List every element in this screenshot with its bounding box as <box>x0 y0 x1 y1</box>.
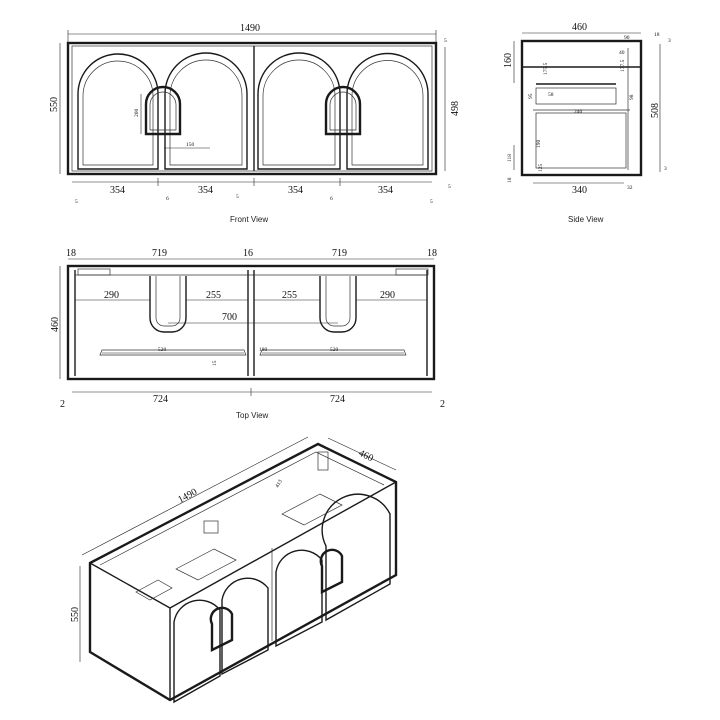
edge-right: 2 <box>440 399 445 410</box>
front-view: 1490 550 498 5 5 200 150 354 354 354 354… <box>49 23 461 224</box>
iso-inner: 413 <box>275 479 284 489</box>
top-caption: Top View <box>236 411 269 420</box>
side-s4: 95 <box>528 93 534 99</box>
basin-span: 700 <box>222 312 237 323</box>
gap-1: 5 <box>75 199 78 205</box>
door-width-2: 354 <box>198 185 213 196</box>
top-depth: 460 <box>50 317 61 332</box>
side-s0: 90 <box>624 35 630 41</box>
shelf-gap: 180 <box>259 347 268 353</box>
iso-depth: 460 <box>357 448 375 464</box>
top-half-left: 719 <box>152 248 167 259</box>
top-gap-label: 5 <box>444 38 447 44</box>
basin-right-b: 290 <box>380 290 395 301</box>
edge-left: 2 <box>60 399 65 410</box>
side-s8: 190 <box>536 140 542 149</box>
door-height-label: 498 <box>450 101 461 116</box>
top-view: 18 719 16 719 18 460 290 255 255 290 700… <box>50 248 445 420</box>
side-bl-b: 18 <box>507 177 513 183</box>
shelf-right: 520 <box>330 347 339 353</box>
top-side-right: 18 <box>427 248 437 259</box>
handle-height-label: 200 <box>134 109 140 118</box>
isometric-view: 1490 460 550 413 <box>70 436 398 704</box>
side-bl-a: 118 <box>507 154 513 162</box>
side-s9: 125 <box>538 164 544 173</box>
top-center: 16 <box>243 248 253 259</box>
basin-left-b: 255 <box>206 290 221 301</box>
side-back-gap: 32 <box>627 185 633 191</box>
side-s3: 177.5 <box>620 59 626 72</box>
door-width-1: 354 <box>110 185 125 196</box>
basin-right-a: 255 <box>282 290 297 301</box>
handle-offset-label: 150 <box>186 142 195 148</box>
gap-2: 6 <box>166 196 169 202</box>
side-tr-a: 18 <box>654 32 660 38</box>
bottom-left: 724 <box>153 394 168 405</box>
side-s1: 40 <box>619 50 625 56</box>
door-width-4: 354 <box>378 185 393 196</box>
side-tr-b: 3 <box>668 38 671 44</box>
iso-width: 1490 <box>176 487 199 506</box>
door-width-3: 354 <box>288 185 303 196</box>
side-s7: 98 <box>629 94 635 100</box>
side-caption: Side View <box>568 215 604 224</box>
basin-left-a: 290 <box>104 290 119 301</box>
side-s5: 58 <box>548 92 554 98</box>
small-gap: 15 <box>212 360 218 366</box>
side-door-height: 508 <box>650 103 661 118</box>
bottom-right: 724 <box>330 394 345 405</box>
front-width-label: 1490 <box>240 23 260 34</box>
gap-4: 6 <box>330 196 333 202</box>
side-s2: 175.5 <box>543 62 549 75</box>
side-view: 460 18 3 160 508 3 118 18 340 32 90 40 1… <box>503 22 671 224</box>
gap-3: 5 <box>236 194 239 200</box>
front-height-label: 550 <box>49 97 60 112</box>
side-inner-depth: 340 <box>572 185 587 196</box>
bottom-gap-label: 5 <box>448 184 451 190</box>
top-half-right: 719 <box>332 248 347 259</box>
side-s6: 240 <box>574 109 583 115</box>
front-caption: Front View <box>230 215 268 224</box>
iso-height: 550 <box>70 607 81 622</box>
side-depth-label: 460 <box>572 22 587 33</box>
top-side-left: 18 <box>66 248 76 259</box>
side-br: 3 <box>664 166 667 172</box>
side-drawer-top: 160 <box>503 53 514 68</box>
shelf-left: 520 <box>158 347 167 353</box>
gap-5: 5 <box>430 199 433 205</box>
